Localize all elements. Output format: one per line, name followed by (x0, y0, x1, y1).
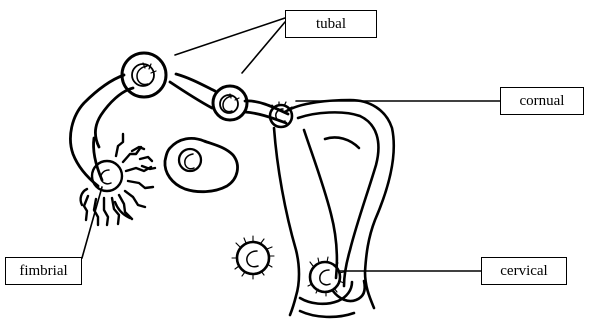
tubal-sac-middle (213, 86, 247, 120)
cervical-sac (308, 257, 344, 296)
uterus-outline (274, 100, 394, 317)
cervical-label: cervical (481, 257, 567, 285)
fallopian-tube (70, 74, 288, 186)
tubal-label: tubal (285, 10, 377, 38)
ovary (165, 138, 238, 191)
free-sac (232, 236, 274, 279)
fimbrial-label: fimbrial (5, 257, 82, 285)
tubal-sac-upper (122, 53, 166, 97)
fimbriae (81, 134, 155, 225)
cornual-label: cornual (500, 87, 584, 115)
